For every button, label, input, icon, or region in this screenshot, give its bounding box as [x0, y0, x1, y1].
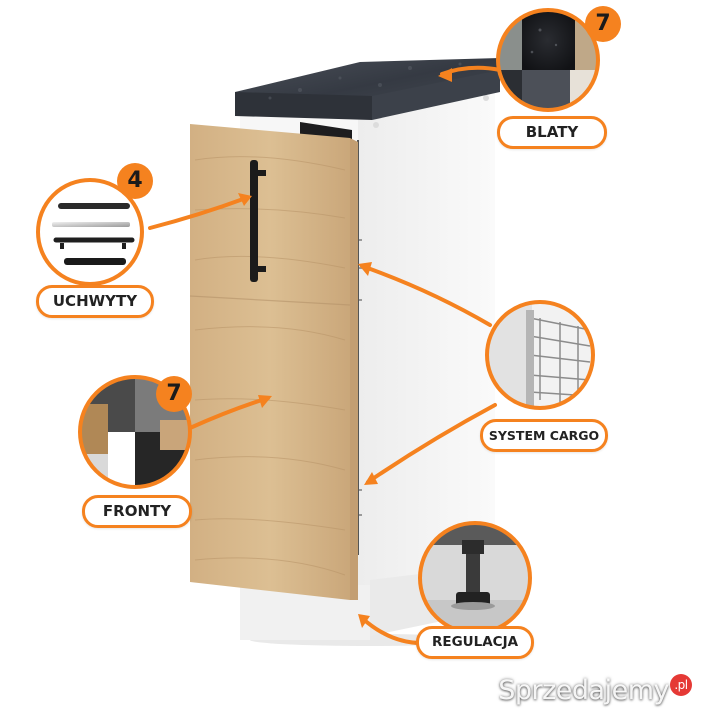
levelling-label: REGULACJA: [416, 626, 534, 659]
countertops-count-badge: 7: [585, 6, 621, 42]
levelling-foot-circle: [418, 521, 532, 635]
countertops-label: BLATY: [497, 116, 607, 149]
oak-door-front: [190, 124, 350, 600]
handles-swatch-circle: [36, 178, 144, 286]
cargo-label: SYSTEM CARGO: [480, 419, 608, 452]
sprzedajemy-watermark: Sprzedajemy.pl: [498, 674, 692, 706]
watermark-name: Sprzedajemy: [498, 675, 669, 706]
callout-arrows: [148, 65, 502, 646]
handles-label: UCHWYTY: [36, 285, 154, 318]
worktop-edge: [235, 92, 372, 120]
cabinet-side-panel: [350, 90, 495, 636]
fronts-label: FRONTY: [82, 495, 192, 528]
handles-count-badge: 4: [117, 163, 153, 199]
cargo-detail-circle: [485, 300, 595, 410]
door-handle-bar: [250, 160, 258, 282]
fronts-count-badge: 7: [156, 376, 192, 412]
kitchen-cabinet: [189, 58, 500, 646]
watermark-tld: .pl: [670, 674, 692, 696]
